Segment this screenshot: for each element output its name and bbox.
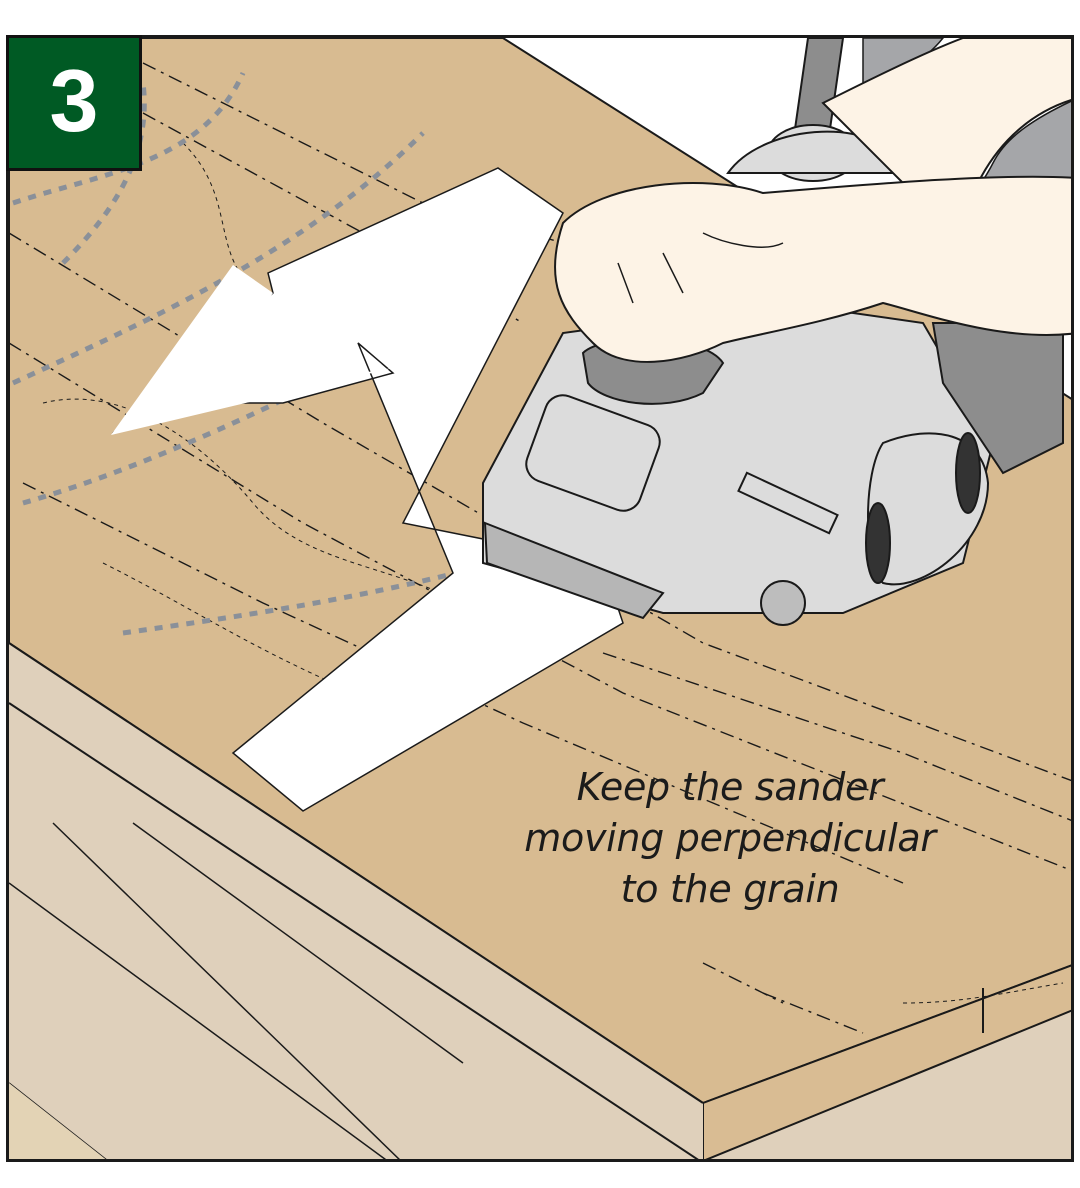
sanding-illustration	[9, 38, 1071, 1159]
caption-line-3: to the grain	[620, 867, 840, 911]
belt-sander	[482, 38, 1064, 626]
caption-line-2: moving perpendicular	[524, 816, 936, 860]
caption: Keep the sander moving perpendicular to …	[470, 762, 990, 915]
step-number-badge: 3	[6, 35, 142, 171]
illustration-frame	[6, 35, 1074, 1162]
hand	[554, 38, 1071, 363]
step-number: 3	[49, 51, 99, 150]
caption-line-1: Keep the sander	[576, 765, 884, 809]
